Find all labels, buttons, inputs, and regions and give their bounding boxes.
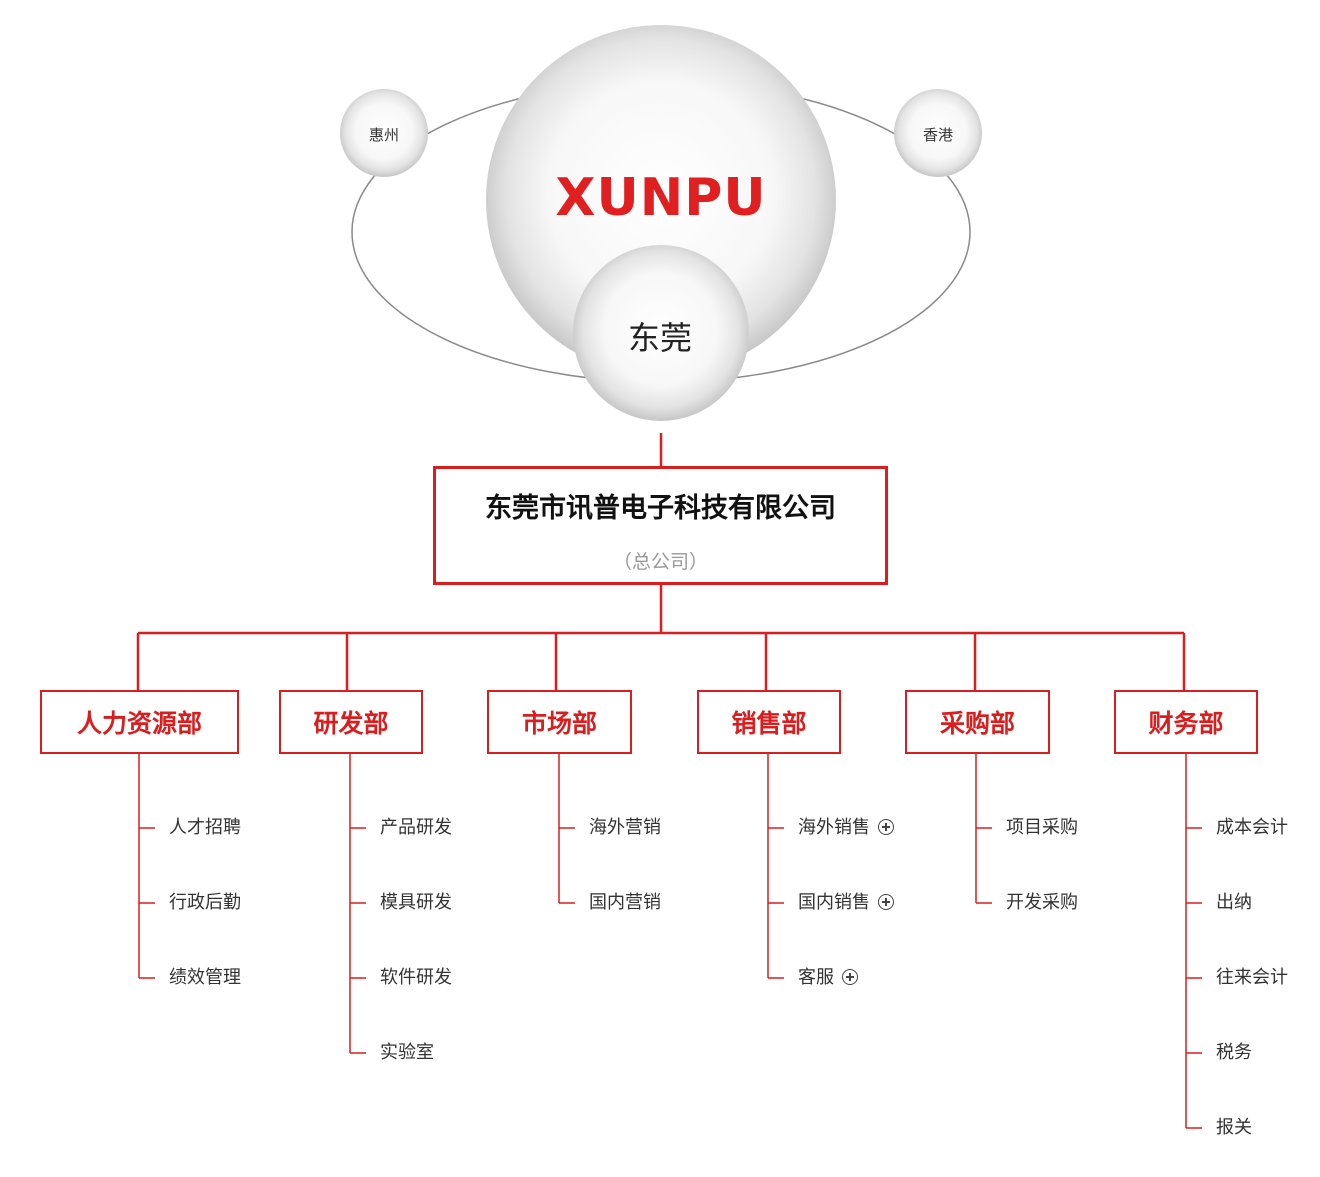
- sub-department[interactable]: 海外销售: [798, 817, 894, 839]
- sub-department-label: 行政后勤: [169, 892, 241, 913]
- department-box: 人力资源部: [40, 690, 239, 754]
- sub-department: 软件研发: [380, 967, 452, 989]
- sub-department-label: 出纳: [1216, 892, 1252, 913]
- sub-department: 出纳: [1216, 892, 1252, 914]
- left-city-label: 惠州: [368, 126, 399, 144]
- sub-department-label: 绩效管理: [169, 967, 241, 988]
- sub-department-label: 国内营销: [589, 892, 661, 913]
- department-box: 市场部: [487, 690, 632, 754]
- sphere-main: [486, 25, 836, 375]
- department-box: 财务部: [1114, 690, 1258, 754]
- expand-plus-icon[interactable]: [842, 969, 858, 985]
- department-box: 研发部: [279, 690, 423, 754]
- sub-department: 项目采购: [1006, 817, 1078, 839]
- brand-logo: XUNPU: [555, 168, 767, 228]
- sub-department: 人才招聘: [169, 817, 241, 839]
- sub-department: 产品研发: [380, 817, 452, 839]
- sub-department-label: 人才招聘: [169, 817, 241, 838]
- sub-department: 往来会计: [1216, 967, 1288, 989]
- sub-department: 开发采购: [1006, 892, 1078, 914]
- sub-department-label: 海外销售: [798, 817, 870, 838]
- sub-department-label: 项目采购: [1006, 817, 1078, 838]
- sub-department: 模具研发: [380, 892, 452, 914]
- expand-plus-icon[interactable]: [878, 819, 894, 835]
- hq-subtitle: （总公司）: [612, 551, 708, 573]
- sub-department-label: 报关: [1216, 1117, 1252, 1138]
- headquarters-box: 东莞市讯普电子科技有限公司 （总公司）: [433, 466, 888, 585]
- right-city-label: 香港: [922, 126, 953, 144]
- sub-department[interactable]: 客服: [798, 967, 858, 989]
- sub-department: 税务: [1216, 1042, 1252, 1064]
- sub-department-label: 海外营销: [589, 817, 661, 838]
- sub-department: 实验室: [380, 1042, 434, 1064]
- sub-department-label: 产品研发: [380, 817, 452, 838]
- sub-department-label: 国内销售: [798, 892, 870, 913]
- sub-department: 行政后勤: [169, 892, 241, 914]
- sub-department-label: 成本会计: [1216, 817, 1288, 838]
- sub-department: 报关: [1216, 1117, 1252, 1139]
- sub-department-label: 实验室: [380, 1042, 434, 1063]
- sub-department-label: 税务: [1216, 1042, 1252, 1063]
- department-box: 销售部: [697, 690, 841, 754]
- sub-department: 成本会计: [1216, 817, 1288, 839]
- sphere-right: [894, 89, 982, 177]
- main-city-label: 东莞: [627, 319, 692, 357]
- sub-department: 海外营销: [589, 817, 661, 839]
- sphere-left: [340, 89, 428, 177]
- department-box: 采购部: [905, 690, 1050, 754]
- sub-department-label: 客服: [798, 967, 834, 988]
- connectors: [138, 433, 1184, 635]
- sub-department-label: 往来会计: [1216, 967, 1288, 988]
- sub-department: 国内营销: [589, 892, 661, 914]
- sub-department[interactable]: 国内销售: [798, 892, 894, 914]
- expand-plus-icon[interactable]: [878, 894, 894, 910]
- hq-name: 东莞市讯普电子科技有限公司: [485, 493, 836, 524]
- sub-department: 绩效管理: [169, 967, 241, 989]
- sub-department-label: 软件研发: [380, 967, 452, 988]
- sub-department-label: 开发采购: [1006, 892, 1078, 913]
- sphere-city: [573, 245, 749, 421]
- sub-department-label: 模具研发: [380, 892, 452, 913]
